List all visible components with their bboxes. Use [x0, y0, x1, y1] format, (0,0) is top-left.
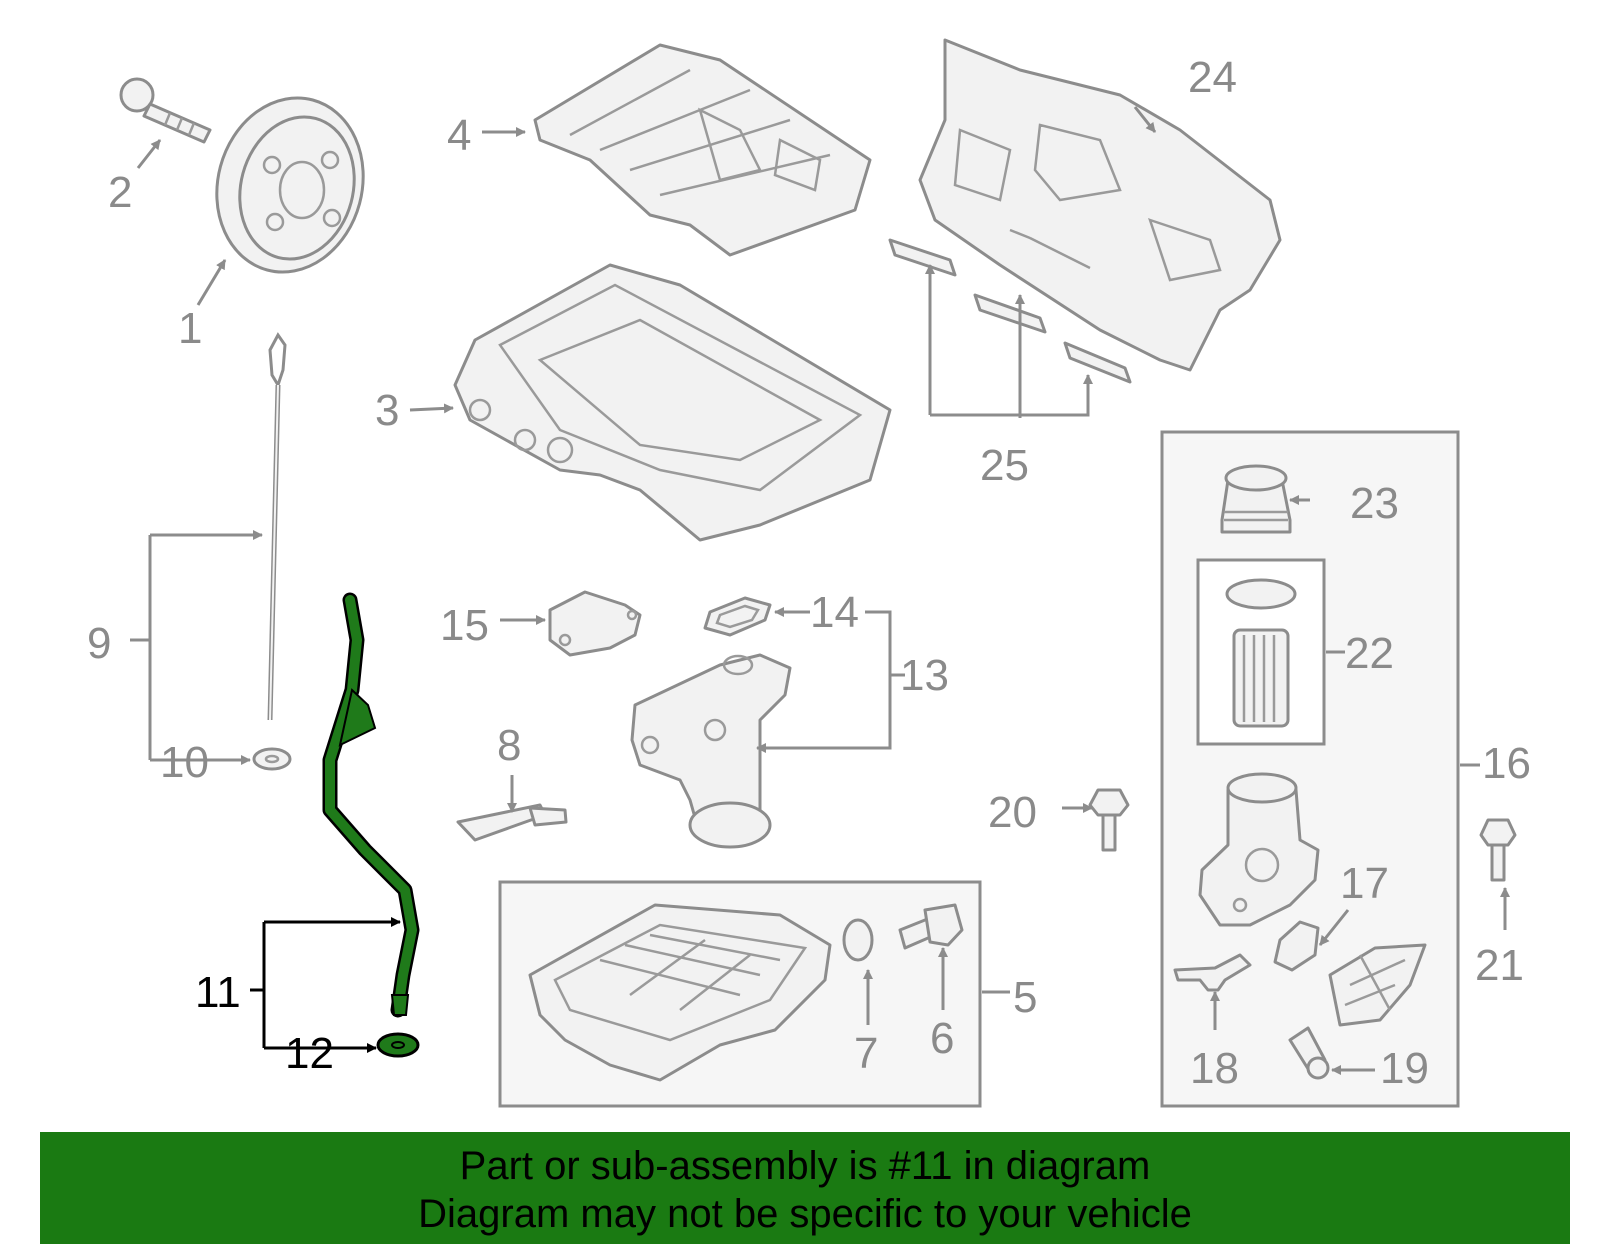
- part-21-bolt: [1479, 818, 1517, 882]
- part-16-filter-housing: [1198, 772, 1320, 927]
- part-17-gasket: [1273, 920, 1320, 972]
- banner-line-2: Diagram may not be specific to your vehi…: [418, 1192, 1192, 1236]
- callout-11: 11: [195, 968, 241, 1017]
- part-11-dipstick-tube: [322, 592, 420, 1018]
- callout-14: 14: [810, 588, 859, 637]
- callout-10: 10: [160, 738, 209, 787]
- part-15-cover: [548, 590, 642, 657]
- callout-13: 13: [900, 651, 949, 700]
- banner-line-1: Part or sub-assembly is #11 in diagram: [459, 1144, 1151, 1188]
- part-18-bracket: [1173, 953, 1252, 992]
- group-box-16: [1160, 430, 1460, 1108]
- part-1-pulley: [215, 96, 365, 274]
- callout-21: 21: [1475, 941, 1524, 990]
- part-4-upper-frame: [533, 43, 872, 257]
- callout-18: 18: [1190, 1044, 1239, 1093]
- callout-25: 25: [980, 441, 1029, 490]
- callout-17: 17: [1340, 859, 1389, 908]
- callout-8: 8: [497, 721, 521, 770]
- callout-16: 16: [1482, 739, 1531, 788]
- part-13-oil-pump: [630, 653, 792, 849]
- part-20-bolt: [1088, 788, 1130, 852]
- callout-12: 12: [285, 1029, 334, 1078]
- part-10-washer: [252, 747, 292, 771]
- part-7-o-ring: [842, 918, 874, 962]
- parts-diagram: 1 2 3 4 5 6 7 8 9 10 11 12 13 14 15 16 1…: [87, 38, 1531, 1108]
- callout-23: 23: [1350, 479, 1399, 528]
- part-6-drain-plug: [898, 903, 964, 950]
- callout-15: 15: [440, 601, 489, 650]
- part-3-oil-pan: [453, 263, 892, 542]
- callout-20: 20: [988, 788, 1037, 837]
- part-14-gasket: [703, 596, 772, 637]
- part-2-bolt: [119, 77, 212, 144]
- part-24-cover: [918, 38, 1282, 372]
- callout-19: 19: [1380, 1044, 1429, 1093]
- callout-22: 22: [1345, 629, 1394, 678]
- part-25-gaskets: [888, 238, 1132, 384]
- part-23-filter-cap: [1220, 464, 1292, 534]
- callout-7: 7: [854, 1029, 878, 1078]
- callout-9: 9: [87, 619, 111, 668]
- callout-24: 24: [1188, 53, 1237, 102]
- part-5-lower-pan: [528, 903, 832, 1082]
- callout-4: 4: [447, 111, 471, 160]
- callout-1: 1: [178, 304, 202, 353]
- part-12-seal-ring: [376, 1032, 420, 1058]
- part-9-dipstick: [267, 332, 287, 721]
- part-19-bolt: [1288, 1026, 1330, 1080]
- callout-6: 6: [930, 1014, 954, 1063]
- part-22-filter: [1225, 578, 1297, 728]
- info-banner: Part or sub-assembly is #11 in diagram D…: [40, 1132, 1570, 1244]
- callout-5: 5: [1013, 973, 1037, 1022]
- callout-3: 3: [375, 386, 399, 435]
- callout-2: 2: [108, 168, 132, 217]
